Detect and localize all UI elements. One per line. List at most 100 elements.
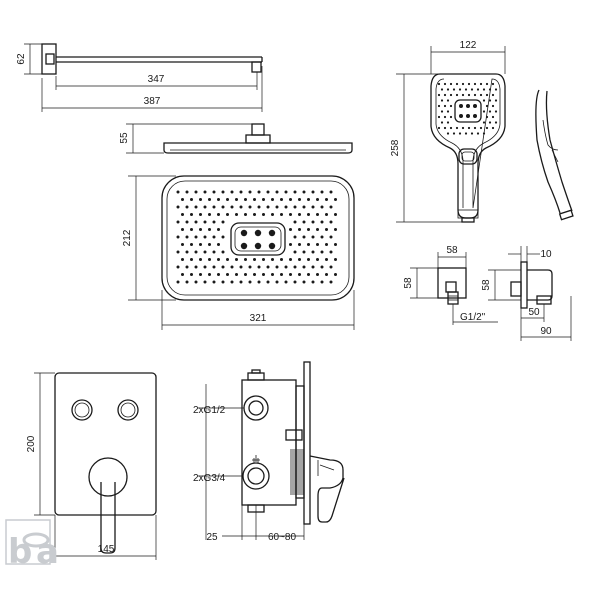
nozzle-hole <box>320 280 324 284</box>
nozzle-hole <box>244 258 247 261</box>
nozzle-hole <box>212 250 216 254</box>
nozzle-hole <box>244 273 247 276</box>
box-setback-dimension: 25 <box>206 505 243 543</box>
nozzle-hole <box>473 82 477 86</box>
nozzle-hole <box>485 126 489 130</box>
nozzle-hole <box>316 213 319 216</box>
rain-head-top-view <box>161 175 355 301</box>
nozzle-hole <box>181 273 184 276</box>
nozzle-hole <box>482 132 486 135</box>
nozzle-hole <box>221 250 225 254</box>
nozzle-hole <box>289 198 292 201</box>
nozzle-hole <box>190 273 193 276</box>
head-center-nozzles <box>240 229 276 250</box>
nozzle-hole <box>466 114 470 118</box>
nozzle-hole <box>203 265 207 269</box>
nozzle-hole <box>440 99 444 102</box>
nozzle-hole <box>181 243 184 246</box>
nozzle-hole <box>185 235 189 239</box>
nozzle-hole <box>325 228 328 231</box>
nozzle-hole <box>325 243 328 246</box>
nozzle-hole <box>203 280 207 284</box>
nozzle-hole <box>203 220 207 224</box>
nozzle-hole <box>307 228 310 231</box>
nozzle-hole <box>311 280 315 284</box>
nozzle-hole <box>488 99 492 102</box>
nozzle-hole <box>293 235 297 239</box>
elbow-plate-label: 10 <box>540 249 552 260</box>
nozzle-hole <box>334 228 337 231</box>
nozzle-hole <box>194 265 198 269</box>
nozzle-hole <box>217 273 220 276</box>
head-depth-label: 212 <box>122 229 133 246</box>
head-height-dimension: 55 <box>119 123 252 154</box>
nozzle-hole <box>325 273 328 276</box>
nozzle-hole <box>482 110 486 113</box>
nozzle-hole <box>437 82 441 86</box>
nozzle-hole <box>194 280 198 284</box>
nozzle-hole <box>190 243 193 246</box>
nozzle-hole <box>334 258 337 261</box>
nozzle-hole <box>284 265 288 269</box>
nozzle-hole <box>271 258 274 261</box>
elbow-depth-label: 90 <box>540 326 552 337</box>
head-center-massage-panel <box>230 222 286 256</box>
nozzle-hole <box>254 229 262 237</box>
nozzle-hole <box>244 213 247 216</box>
conn-small-callout: 2xG1/2 <box>193 384 226 540</box>
nozzle-hole <box>217 258 220 261</box>
box-setback-label: 25 <box>206 532 218 543</box>
nozzle-hole <box>212 190 216 194</box>
diverter-knob-right <box>117 399 139 421</box>
nozzle-hole <box>208 198 211 201</box>
nozzle-hole <box>176 235 180 239</box>
hand-shower-side-view <box>535 89 574 221</box>
nozzle-hole <box>176 265 180 269</box>
nozzle-hole <box>239 205 243 209</box>
nozzle-hole <box>476 88 480 91</box>
nozzle-hole <box>212 265 216 269</box>
shower-arm-view <box>41 43 263 75</box>
nozzle-hole <box>479 126 483 130</box>
nozzle-hole <box>181 198 184 201</box>
nozzle-hole <box>437 93 441 97</box>
nozzle-hole <box>325 258 328 261</box>
nozzle-hole <box>449 104 453 108</box>
nozzle-hole <box>230 280 234 284</box>
nozzle-hole <box>257 265 261 269</box>
nozzle-hole <box>491 104 495 108</box>
nozzle-hole <box>329 235 333 239</box>
nozzle-hole <box>185 265 189 269</box>
nozzle-hole <box>262 213 265 216</box>
nozzle-hole <box>446 132 450 135</box>
nozzle-hole <box>262 273 265 276</box>
wall-elbow-front-view <box>437 267 467 305</box>
nozzle-hole <box>488 88 492 91</box>
nozzle-hole <box>334 243 337 246</box>
nozzle-hole <box>443 93 447 97</box>
nozzle-hole <box>316 243 319 246</box>
nozzle-hole <box>176 250 180 254</box>
elbow-outlet-dimension: 50 <box>520 304 545 322</box>
nozzle-hole <box>226 273 229 276</box>
nozzle-hole <box>298 243 301 246</box>
nozzle-hole <box>458 88 462 91</box>
nozzle-hole <box>491 126 495 130</box>
plate-height-dimension: 200 <box>26 372 55 516</box>
nozzle-hole <box>212 235 216 239</box>
nozzle-hole <box>470 88 474 91</box>
nozzle-hole <box>221 190 225 194</box>
head-depth-dimension: 212 <box>122 175 176 301</box>
arm-height-dimension: 62 <box>16 43 42 75</box>
nozzle-hole <box>226 198 229 201</box>
nozzle-hole <box>329 280 333 284</box>
nozzle-hole <box>485 115 489 119</box>
nozzle-hole <box>307 213 310 216</box>
diverter-knob-left <box>71 399 93 421</box>
nozzle-hole <box>461 82 465 86</box>
nozzle-hole <box>479 82 483 86</box>
nozzle-hole <box>271 198 274 201</box>
nozzle-hole <box>482 88 486 91</box>
nozzle-hole <box>240 229 248 237</box>
nozzle-hole <box>212 205 216 209</box>
